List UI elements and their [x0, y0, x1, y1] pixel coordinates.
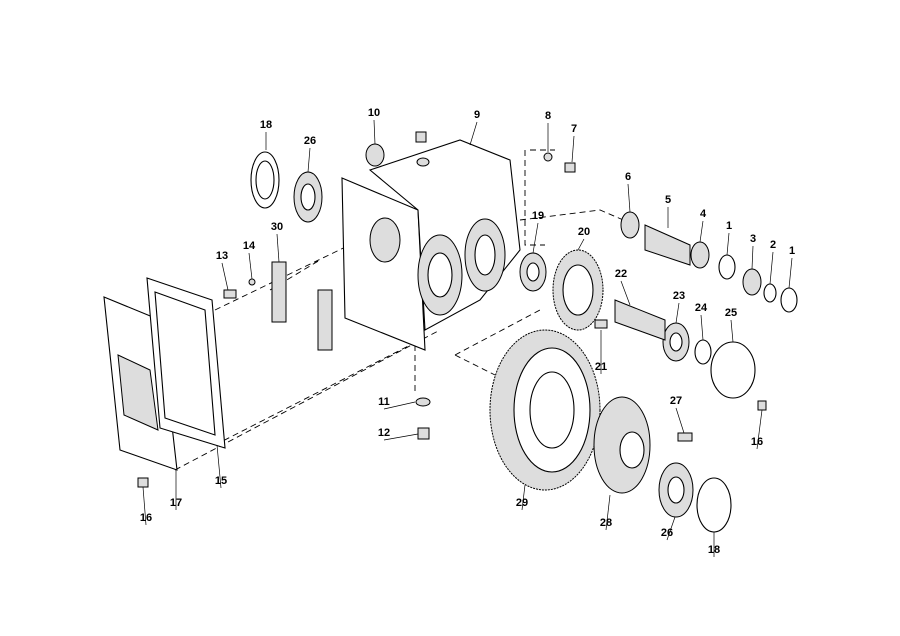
gaskets-and-cover: [103, 277, 226, 471]
leader-line: [788, 257, 793, 289]
callout-30: 30: [271, 221, 283, 233]
leader-line: [675, 302, 680, 324]
callout-7: 7: [571, 123, 577, 135]
leader-line: [726, 232, 730, 256]
leader-line: [700, 314, 704, 341]
callout-23: 23: [673, 290, 685, 302]
callout-25: 25: [725, 307, 737, 319]
leader-line: [383, 401, 416, 410]
leader-line: [699, 220, 704, 243]
callout-5: 5: [665, 194, 671, 206]
leader-line: [627, 183, 631, 213]
callout-16: 16: [751, 436, 763, 448]
callout-27: 27: [670, 395, 682, 407]
callout-6: 6: [625, 171, 631, 183]
callout-14: 14: [243, 240, 256, 252]
callout-2: 2: [770, 239, 776, 251]
callout-19: 19: [532, 210, 544, 222]
callout-1: 1: [789, 245, 795, 257]
leader-line: [571, 135, 575, 163]
leader-line: [221, 262, 229, 291]
bearings-and-seals: [250, 143, 798, 533]
callout-28: 28: [600, 517, 612, 529]
leader-line: [751, 245, 754, 270]
leader-line: [666, 516, 676, 541]
leader-line: [216, 444, 222, 489]
leader-line: [756, 409, 763, 450]
callout-18: 18: [260, 119, 272, 131]
leader-line: [469, 121, 478, 146]
leader-line: [769, 251, 774, 285]
callout-26: 26: [304, 135, 316, 147]
callout-11: 11: [378, 396, 390, 408]
leader-line: [620, 280, 631, 306]
callout-16: 16: [140, 512, 152, 524]
callout-22: 22: [615, 268, 627, 280]
callout-10: 10: [368, 107, 380, 119]
leader-line: [373, 119, 376, 145]
callout-1: 1: [726, 220, 732, 232]
callout-13: 13: [216, 250, 228, 262]
leader-line: [383, 433, 419, 441]
callout-8: 8: [545, 110, 551, 122]
gearbox-housing: [341, 139, 521, 351]
fasteners: [137, 131, 767, 488]
callout-20: 20: [578, 226, 590, 238]
callout-21: 21: [595, 361, 607, 373]
callout-17: 17: [170, 497, 182, 509]
callout-3: 3: [750, 233, 756, 245]
leader-line: [730, 319, 734, 343]
leader-line: [577, 238, 585, 251]
leader-line: [307, 147, 311, 173]
callout-15: 15: [215, 475, 227, 487]
callout-9: 9: [474, 109, 480, 121]
callout-4: 4: [700, 208, 707, 220]
leader-line: [521, 484, 526, 511]
callout-24: 24: [695, 302, 708, 314]
leader-line: [675, 407, 685, 434]
leader-line: [142, 486, 147, 526]
leader-line: [605, 494, 611, 531]
gears-and-shafts: [489, 224, 691, 494]
callout-12: 12: [378, 427, 390, 439]
leader-line: [248, 252, 253, 280]
callout-26: 26: [661, 527, 673, 539]
callout-29: 29: [516, 497, 528, 509]
leader-line: [532, 222, 539, 254]
callout-18: 18: [708, 544, 720, 556]
leader-line: [276, 233, 280, 263]
